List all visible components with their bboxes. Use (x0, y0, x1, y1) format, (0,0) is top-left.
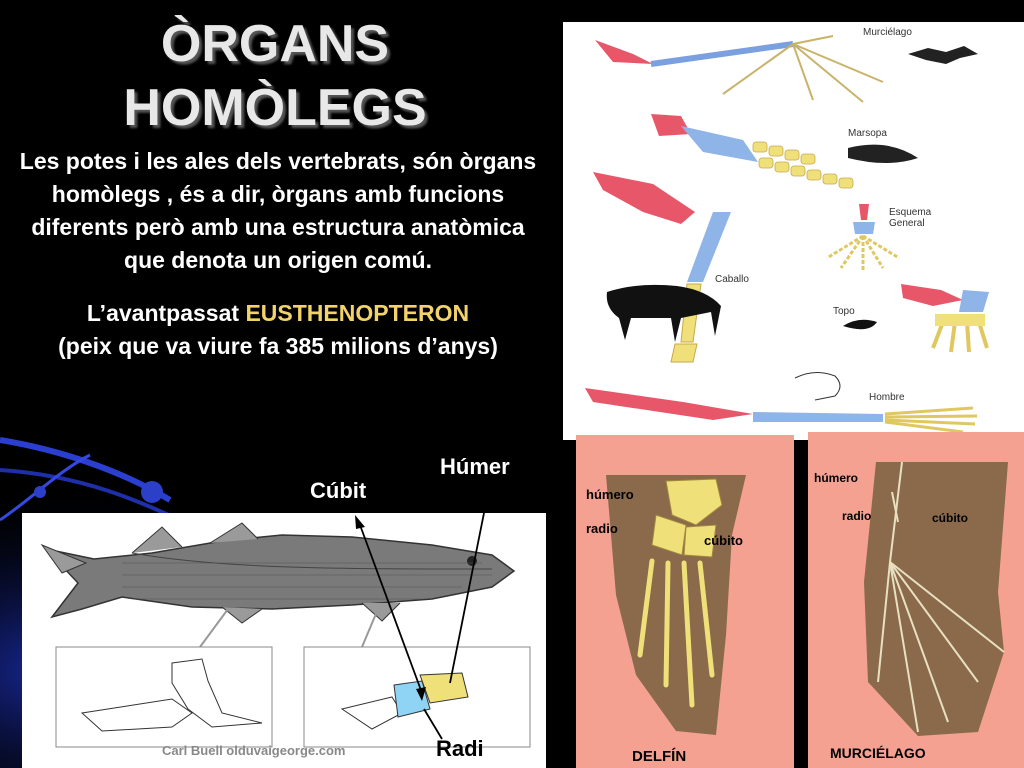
label-murcielago: Murciélago (863, 27, 912, 38)
label-cubit: Cúbit (310, 478, 367, 503)
paragraph-definition: Les potes i les ales dels vertebrats, só… (19, 148, 537, 273)
bat-wing-panel: húmero radio cúbito MURCIÉLAGO (808, 432, 1024, 768)
bat-wing-illustration: húmero radio cúbito MURCIÉLAGO (814, 461, 1008, 761)
body-text: Les potes i les ales dels vertebrats, só… (8, 145, 548, 363)
ancestor-name: EUSTHENOPTERON (245, 300, 470, 326)
label-hombre: Hombre (869, 392, 905, 403)
bat-label-radio: radio (842, 509, 871, 523)
label-humer: Húmer (440, 454, 510, 479)
paragraph-ancestor: L’avantpassat EUSTHENOPTERON (peix que v… (8, 297, 548, 363)
label-general: General (889, 218, 925, 229)
ancestor-prefix: L’avantpassat (86, 300, 246, 326)
title-line-2: HOMÒLEGS (123, 79, 427, 137)
label-marsopa: Marsopa (848, 128, 887, 139)
bat-label-cubito: cúbito (932, 511, 968, 525)
eusthenopteron-illustration: Carl Buell olduvaigeorge.com (40, 513, 531, 758)
dolphin-label-humero: húmero (586, 487, 634, 502)
limb-comparison-illustration: Murciélago Marsopa Caballo (585, 27, 989, 434)
dolphin-flipper-panel: húmero radio cúbito DELFÍN (576, 435, 794, 768)
slide-title: ÒRGANS HOMÒLEGS (60, 12, 490, 140)
label-caballo: Caballo (715, 274, 749, 285)
label-esquema: Esquema (889, 207, 932, 218)
bat-caption: MURCIÉLAGO (830, 745, 926, 761)
dolphin-label-cubito: cúbito (704, 533, 743, 548)
dolphin-caption: DELFÍN (632, 748, 686, 765)
fish-credit: Carl Buell olduvaigeorge.com (162, 743, 346, 758)
title-line-1: ÒRGANS (160, 15, 390, 73)
label-radi: Radi (436, 736, 484, 761)
dolphin-label-radio: radio (586, 521, 618, 536)
bat-label-humero: húmero (814, 471, 858, 485)
dolphin-flipper-illustration: húmero radio cúbito DELFÍN (586, 475, 746, 765)
limb-comparison-panel: Murciélago Marsopa Caballo (563, 22, 1024, 440)
ancestor-description: (peix que va viure fa 385 milions d’anys… (58, 333, 498, 359)
label-topo: Topo (833, 306, 855, 317)
eusthenopteron-panel: Carl Buell olduvaigeorge.com (22, 513, 546, 768)
